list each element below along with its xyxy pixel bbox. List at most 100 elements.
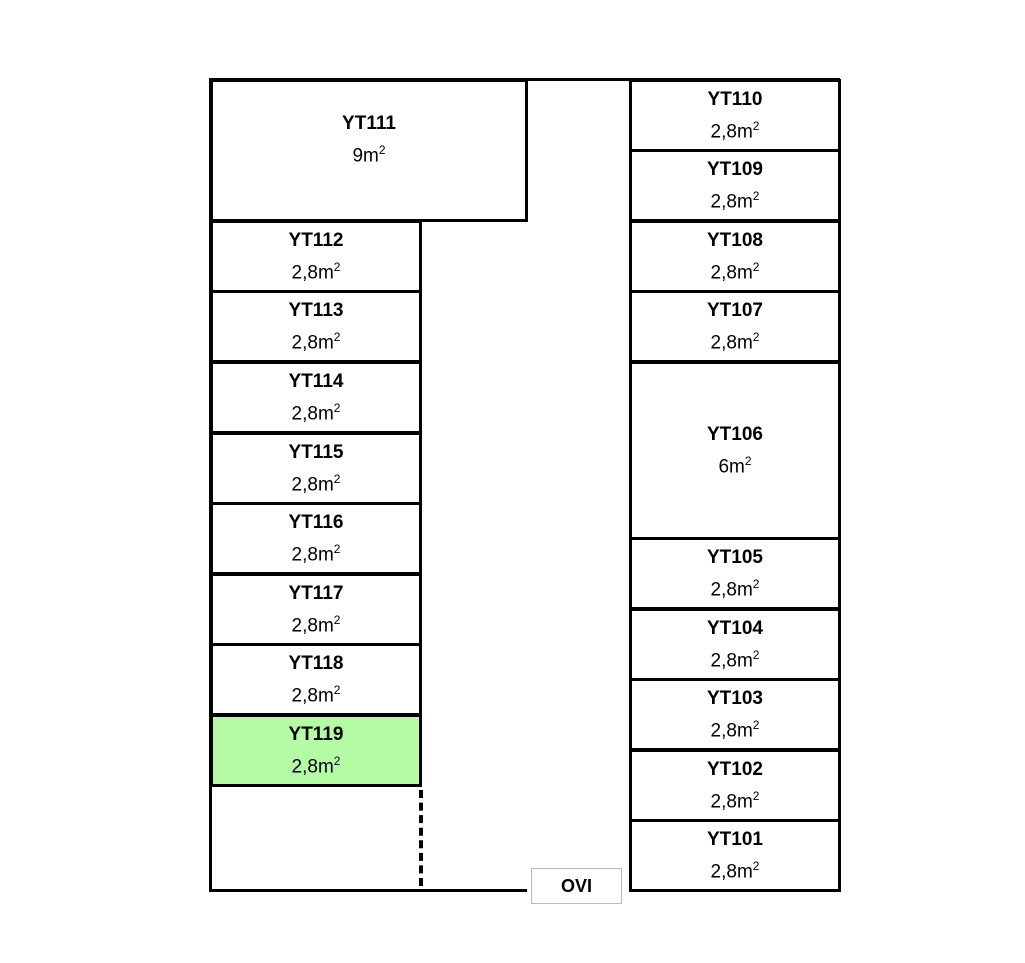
unit-yt112[interactable]: YT112 2,8m2	[210, 220, 422, 293]
area-unit-power: 2	[752, 858, 760, 873]
area-value: 2,8	[710, 332, 737, 354]
outer-wall-bottom	[209, 889, 527, 892]
area-unit: m	[317, 332, 334, 354]
unit-area: 2,8m2	[292, 677, 341, 709]
unit-yt101[interactable]: YT101 2,8m2	[629, 819, 841, 892]
unit-id: YT115	[288, 441, 344, 463]
unit-area: 2,8m2	[292, 466, 341, 498]
unit-area: 2,8m2	[711, 853, 760, 885]
area-unit-power: 2	[333, 753, 341, 768]
area-unit-power: 2	[752, 188, 760, 203]
unit-area: 2,8m2	[711, 113, 760, 145]
unit-yt108[interactable]: YT108 2,8m2	[629, 220, 841, 293]
area-unit: m	[317, 474, 334, 496]
unit-yt105[interactable]: YT105 2,8m2	[629, 537, 841, 610]
area-unit: m	[729, 456, 745, 478]
area-unit: m	[317, 403, 334, 425]
unit-area: 2,8m2	[292, 748, 341, 780]
area-value: 2,8	[291, 615, 318, 637]
area-unit: m	[736, 191, 753, 213]
entrance-door-label[interactable]: OVI	[531, 868, 622, 904]
area-unit: m	[736, 720, 753, 742]
area-unit-power: 2	[333, 541, 341, 556]
unit-yt106[interactable]: YT106 6m2	[629, 361, 841, 540]
unit-id: YT113	[288, 299, 344, 321]
unit-id: YT101	[707, 828, 763, 850]
area-value: 2,8	[710, 121, 737, 143]
unit-id: YT108	[707, 229, 763, 251]
unit-id: YT105	[707, 546, 763, 568]
unit-yt118[interactable]: YT118 2,8m2	[210, 643, 422, 716]
area-unit-power: 2	[752, 259, 760, 274]
area-unit: m	[736, 861, 753, 883]
area-value: 2,8	[291, 756, 318, 778]
area-value: 2,8	[291, 685, 318, 707]
unit-id: YT112	[288, 229, 344, 251]
area-unit: m	[736, 579, 753, 601]
unit-id: YT117	[288, 582, 344, 604]
area-value: 2,8	[291, 544, 318, 566]
unit-area: 2,8m2	[292, 607, 341, 639]
unit-area: 2,8m2	[711, 254, 760, 286]
area-unit: m	[317, 615, 334, 637]
unit-id: YT106	[707, 423, 763, 445]
area-unit-power: 2	[752, 788, 760, 803]
area-unit: m	[736, 332, 753, 354]
unit-area: 2,8m2	[292, 395, 341, 427]
area-value: 2,8	[291, 474, 318, 496]
unit-yt113[interactable]: YT113 2,8m2	[210, 290, 422, 363]
unit-id: YT111	[342, 112, 396, 134]
area-unit: m	[736, 791, 753, 813]
unit-yt115[interactable]: YT115 2,8m2	[210, 432, 422, 505]
area-unit-power: 2	[752, 329, 760, 344]
unit-id: YT102	[707, 758, 763, 780]
area-unit: m	[317, 685, 334, 707]
area-unit-power: 2	[752, 647, 760, 662]
unit-id: YT104	[707, 617, 763, 639]
unit-yt117[interactable]: YT117 2,8m2	[210, 573, 422, 646]
unit-yt114[interactable]: YT114 2,8m2	[210, 361, 422, 434]
unit-area: 2,8m2	[292, 254, 341, 286]
dashed-partition	[419, 790, 423, 886]
area-unit-power: 2	[333, 612, 341, 627]
area-value: 2,8	[710, 191, 737, 213]
unit-id: YT114	[288, 370, 344, 392]
area-value: 2,8	[710, 262, 737, 284]
unit-id: YT109	[707, 158, 763, 180]
area-unit-power: 2	[752, 576, 760, 591]
area-unit-power: 2	[333, 329, 341, 344]
unit-yt109[interactable]: YT109 2,8m2	[629, 149, 841, 222]
area-value: 2,8	[710, 579, 737, 601]
unit-yt102[interactable]: YT102 2,8m2	[629, 749, 841, 822]
area-unit: m	[736, 262, 753, 284]
area-value: 2,8	[710, 861, 737, 883]
unit-id: YT110	[707, 88, 763, 110]
area-unit-power: 2	[744, 453, 752, 468]
area-value: 9	[352, 145, 364, 167]
area-unit-power: 2	[752, 717, 760, 732]
area-value: 6	[718, 456, 730, 478]
unit-area: 2,8m2	[711, 712, 760, 744]
unit-id: YT118	[288, 652, 344, 674]
unit-area: 2,8m2	[711, 183, 760, 215]
area-unit-power: 2	[378, 142, 386, 157]
area-unit: m	[736, 121, 753, 143]
unit-area: 2,8m2	[292, 324, 341, 356]
area-value: 2,8	[291, 403, 318, 425]
unit-yt111[interactable]: YT111 9m2	[210, 79, 528, 222]
unit-area: 2,8m2	[711, 783, 760, 815]
unit-area: 9m2	[352, 137, 385, 169]
area-unit-power: 2	[752, 118, 760, 133]
unit-area: 2,8m2	[711, 571, 760, 603]
area-unit: m	[317, 544, 334, 566]
area-value: 2,8	[710, 791, 737, 813]
unit-yt110[interactable]: YT110 2,8m2	[629, 79, 841, 152]
unit-area: 6m2	[718, 448, 751, 480]
area-unit: m	[317, 262, 334, 284]
